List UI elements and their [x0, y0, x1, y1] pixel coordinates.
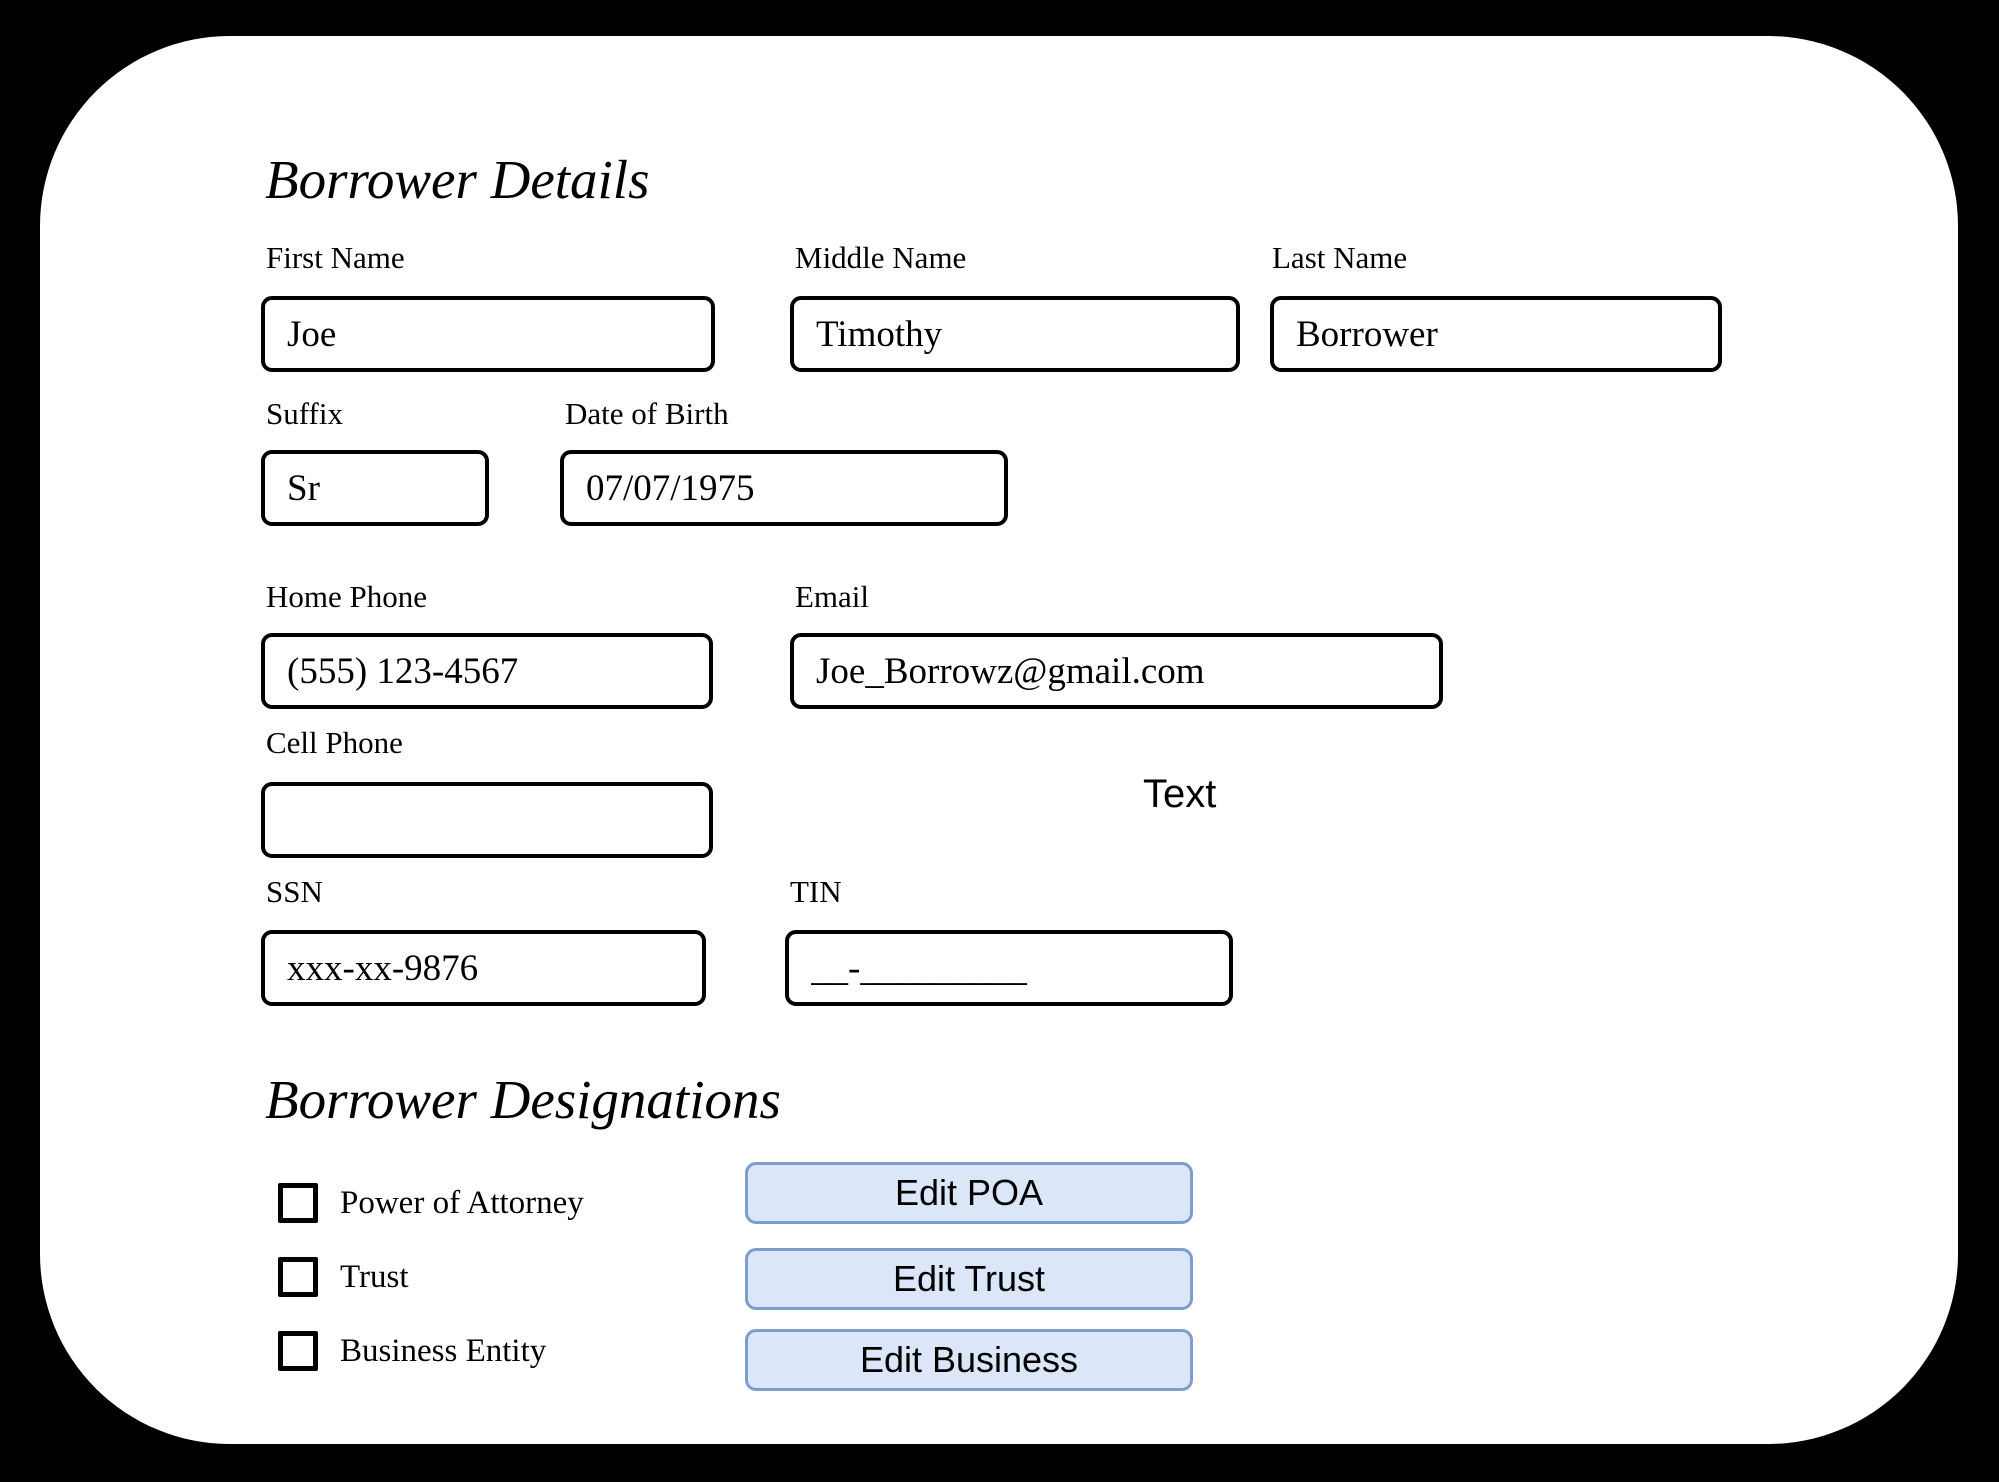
- trust-label: Trust: [340, 1259, 409, 1295]
- borrower-designations-heading: Borrower Designations: [265, 1069, 781, 1130]
- last-name-label: Last Name: [1272, 240, 1408, 275]
- last-name-input[interactable]: [1270, 296, 1722, 372]
- power-of-attorney-label: Power of Attorney: [340, 1185, 584, 1221]
- cell-phone-label: Cell Phone: [266, 725, 403, 760]
- edit-poa-button[interactable]: Edit POA: [745, 1162, 1193, 1224]
- ssn-input[interactable]: [261, 930, 706, 1006]
- home-phone-input[interactable]: [261, 633, 713, 709]
- tin-label: TIN: [790, 874, 842, 909]
- text-annotation: Text: [1143, 772, 1217, 816]
- middle-name-input[interactable]: [790, 296, 1240, 372]
- power-of-attorney-checkbox[interactable]: [278, 1183, 318, 1223]
- suffix-input[interactable]: [261, 450, 489, 526]
- home-phone-label: Home Phone: [266, 579, 428, 614]
- first-name-label: First Name: [266, 240, 405, 275]
- dob-input[interactable]: [560, 450, 1008, 526]
- email-label: Email: [795, 579, 870, 614]
- email-input[interactable]: [790, 633, 1443, 709]
- cell-phone-input[interactable]: [261, 782, 713, 858]
- trust-checkbox[interactable]: [278, 1257, 318, 1297]
- first-name-input[interactable]: [261, 296, 715, 372]
- ssn-label: SSN: [266, 874, 323, 909]
- suffix-label: Suffix: [266, 396, 343, 431]
- edit-business-button[interactable]: Edit Business: [745, 1329, 1193, 1391]
- middle-name-label: Middle Name: [795, 240, 967, 275]
- business-entity-label: Business Entity: [340, 1333, 547, 1369]
- tin-input[interactable]: [785, 930, 1233, 1006]
- dob-label: Date of Birth: [565, 396, 729, 431]
- borrower-details-heading: Borrower Details: [265, 149, 650, 210]
- business-entity-checkbox[interactable]: [278, 1331, 318, 1371]
- form-card: Borrower Details First Name Middle Name …: [40, 36, 1958, 1444]
- edit-trust-button[interactable]: Edit Trust: [745, 1248, 1193, 1310]
